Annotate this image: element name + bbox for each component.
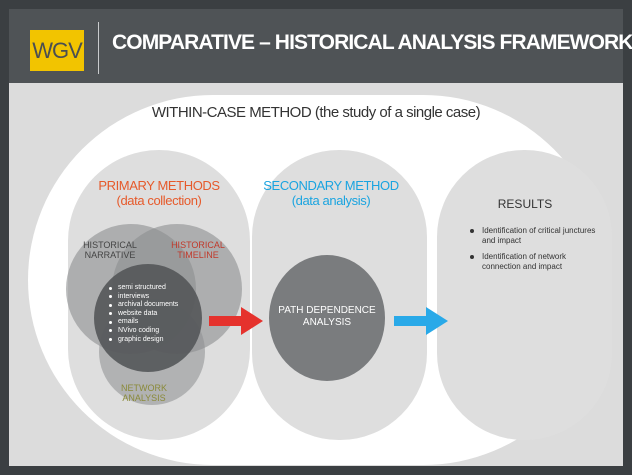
- title-bar: [9, 9, 623, 83]
- network-analysis-line1: NETWORK: [121, 383, 167, 393]
- historical-timeline-line1: HISTORICAL: [171, 240, 225, 250]
- list-item: Identification of critical junctures and…: [470, 226, 602, 246]
- list-item: archival documents: [108, 301, 179, 309]
- primary-methods-title-line2: (data collection): [116, 193, 202, 208]
- historical-timeline-label: HISTORICAL TIMELINE: [165, 240, 231, 260]
- blue-arrow-icon: [394, 307, 448, 335]
- list-item: Identification of network connection and…: [470, 252, 602, 272]
- secondary-method-title-line1: SECONDARY METHOD: [263, 178, 399, 193]
- primary-methods-title: PRIMARY METHODS (data collection): [74, 178, 244, 208]
- historical-narrative-line1: HISTORICAL: [83, 240, 137, 250]
- secondary-method-title-line2: (data analysis): [291, 193, 371, 208]
- within-case-heading: WITHIN-CASE METHOD (the study of a singl…: [151, 104, 481, 121]
- path-dependence-label: PATH DEPENDENCE ANALYSIS: [272, 305, 382, 329]
- results-pill: [437, 150, 612, 440]
- path-dependence-circle: [269, 255, 385, 381]
- title-divider: [98, 22, 99, 74]
- list-item: NVivo coding: [108, 327, 178, 336]
- network-analysis-label: NETWORK ANALYSIS: [116, 383, 172, 403]
- results-list: Identification of critical junctures and…: [470, 226, 602, 278]
- secondary-method-title: SECONDARY METHOD (data analysis): [246, 178, 416, 208]
- historical-narrative-line2: NARRATIVE: [84, 250, 136, 260]
- historical-narrative-label: HISTORICAL NARRATIVE: [80, 240, 140, 260]
- list-item: emails: [108, 318, 178, 327]
- logo-text: WGV: [32, 38, 83, 63]
- methods-list: semi structured interviews archival docu…: [104, 284, 178, 344]
- path-dependence-line2: ANALYSIS: [302, 317, 352, 328]
- page-title: COMPARATIVE – HISTORICAL ANALYSIS FRAMEW…: [112, 31, 632, 54]
- logo-badge: [30, 30, 84, 71]
- path-dependence-line1: PATH DEPENDENCE: [278, 305, 376, 316]
- primary-methods-title-line1: PRIMARY METHODS: [98, 178, 220, 193]
- list-item: website data: [108, 310, 178, 319]
- list-item: interviews: [108, 293, 178, 302]
- historical-timeline-line2: TIMELINE: [177, 250, 219, 260]
- list-item: graphic design: [108, 336, 178, 345]
- network-analysis-line2: ANALYSIS: [122, 393, 166, 403]
- methods-core-circle: [94, 264, 202, 372]
- list-item: semi structured: [108, 284, 178, 293]
- red-arrow-icon: [209, 307, 263, 335]
- results-title: RESULTS: [497, 197, 553, 211]
